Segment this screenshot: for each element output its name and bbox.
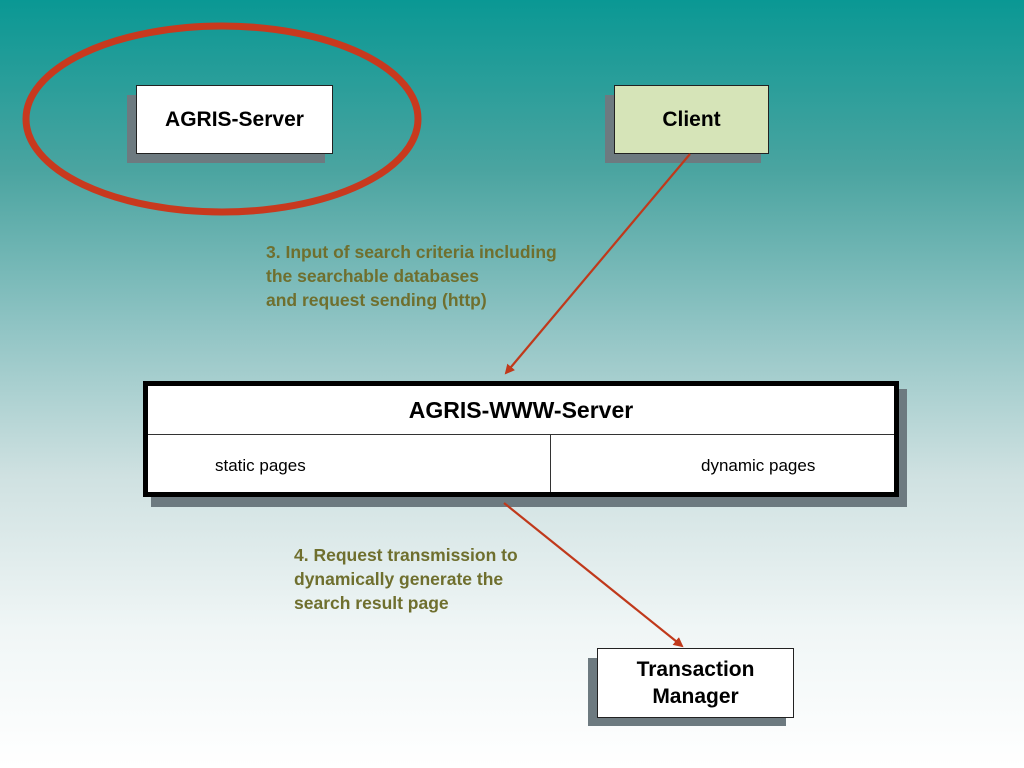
agris-server-label: AGRIS-Server [165, 108, 304, 131]
transaction-manager-label: Transaction Manager [636, 658, 755, 708]
agris-server-box: AGRIS-Server [136, 85, 333, 154]
dynamic-pages-label: dynamic pages [701, 456, 816, 475]
www-server-box: AGRIS-WWW-Server static pages dynamic pa… [143, 381, 899, 497]
step3-note: 3. Input of search criteria including th… [266, 242, 557, 310]
transaction-manager-box: Transaction Manager [597, 648, 794, 718]
step4-note: 4. Request transmission to dynamically g… [294, 545, 518, 613]
ellipse-highlight-icon [22, 22, 422, 216]
client-box: Client [614, 85, 769, 154]
client-label: Client [662, 108, 721, 131]
www-server-divider [550, 435, 551, 492]
www-to-transaction-arrow-icon [503, 502, 684, 648]
client-to-www-arrow-icon [504, 153, 691, 375]
static-pages-label: static pages [215, 456, 306, 475]
www-server-title: AGRIS-WWW-Server [148, 386, 894, 435]
